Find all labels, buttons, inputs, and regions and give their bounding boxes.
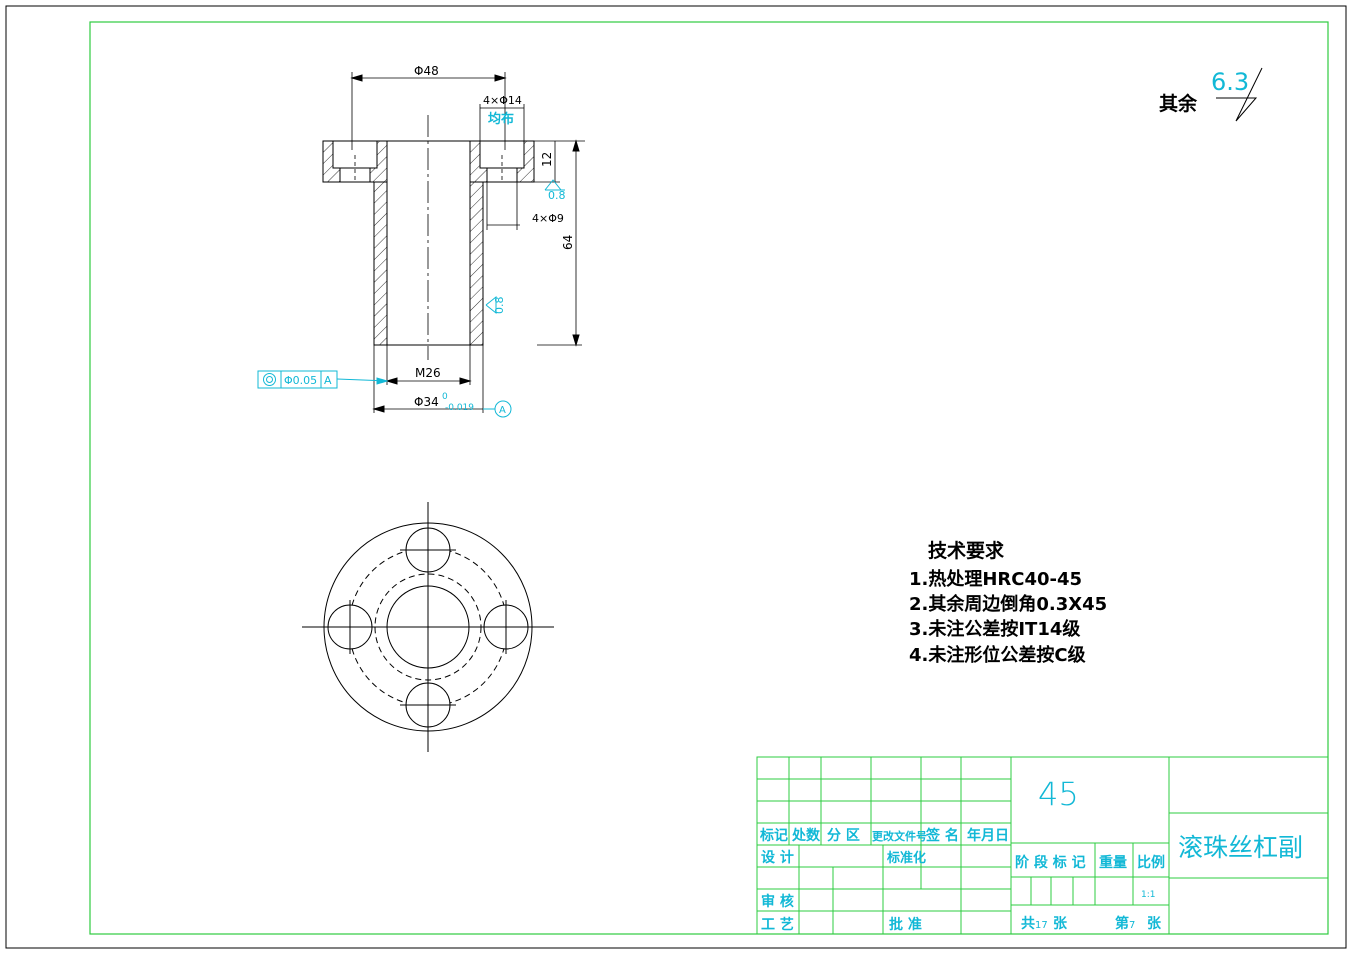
hatch-left-wall — [373, 181, 388, 346]
tb-header-docno: 更改文件号 — [872, 829, 927, 843]
tb-part-name: 滚珠丝杠副 — [1178, 833, 1303, 862]
dim-flange-thickness: 12 — [540, 152, 554, 167]
tb-approve: 批 准 — [889, 916, 922, 933]
tb-stage: 阶 段 标 记 — [1015, 854, 1086, 871]
top-view — [302, 502, 554, 752]
tb-sheet-prefix: 第 — [1115, 915, 1129, 932]
tb-header-count: 处数 — [791, 827, 821, 844]
dim-surface-08: 0.8 — [548, 189, 566, 202]
dim-shaft-tol-lower: -0.019 — [445, 403, 474, 413]
tech-item-1: 1.热处理HRC40-45 — [909, 568, 1082, 590]
tb-total-prefix: 共 — [1021, 915, 1035, 932]
thru-hole-right — [486, 167, 518, 183]
tb-material: 45 — [1038, 775, 1079, 813]
drawing-border — [89, 21, 1329, 935]
tb-weight: 重量 — [1099, 854, 1127, 871]
dim-flange-dia: Φ48 — [414, 64, 439, 78]
roughness-symbol — [1216, 67, 1263, 122]
tb-process: 工 艺 — [761, 916, 794, 933]
cyan-annotations — [257, 179, 565, 418]
dim-shaft-tol-upper: 0 — [442, 392, 448, 402]
tb-scale-value: 1:1 — [1141, 890, 1155, 900]
tech-item-4: 4.未注形位公差按C级 — [909, 644, 1087, 666]
tech-item-3: 3.未注公差按IT14级 — [909, 618, 1081, 640]
tb-scale-label: 比例 — [1137, 854, 1165, 871]
dim-holes-note: 均布 — [488, 111, 514, 127]
roughness-value: 6.3 — [1211, 68, 1249, 96]
datum-circle — [494, 400, 512, 418]
dim-bore-surface: 0.8 — [493, 297, 506, 315]
dim-shaft-dia: Φ34 — [414, 395, 439, 409]
tech-item-2: 2.其余周边倒角0.3X45 — [909, 593, 1107, 615]
tb-header-mark: 标记 — [759, 827, 788, 844]
tolerance-datum: A — [324, 374, 332, 387]
dim-thru-holes: 4×Φ9 — [532, 212, 564, 225]
title-block — [756, 756, 1329, 935]
tb-standardize: 标准化 — [886, 850, 926, 866]
tb-header-zone: 分 区 — [827, 828, 860, 844]
bore — [386, 140, 471, 346]
dim-holes: 4×Φ14 — [483, 94, 522, 107]
tech-title: 技术要求 — [928, 539, 1005, 562]
roughness-label: 其余 — [1159, 92, 1198, 115]
tolerance-value: Φ0.05 — [284, 374, 317, 387]
tb-header-date: 年月日 — [967, 827, 1009, 844]
tb-review: 审 核 — [761, 893, 794, 910]
dim-height: 64 — [561, 235, 575, 250]
datum-letter: A — [499, 405, 506, 416]
tb-header-sign: 签 名 — [925, 827, 959, 844]
tb-sheet-value: 7 — [1129, 920, 1135, 931]
tb-total-unit: 张 — [1053, 916, 1068, 932]
tb-sheet-unit: 张 — [1147, 916, 1162, 932]
section-view — [322, 72, 585, 413]
tb-total-value: 17 — [1035, 920, 1048, 931]
tb-design: 设 计 — [761, 849, 794, 866]
thru-hole-left — [339, 167, 371, 183]
outer-frame — [5, 5, 1347, 949]
dim-thread: M26 — [415, 366, 441, 380]
hatch-right-wall — [469, 181, 484, 346]
